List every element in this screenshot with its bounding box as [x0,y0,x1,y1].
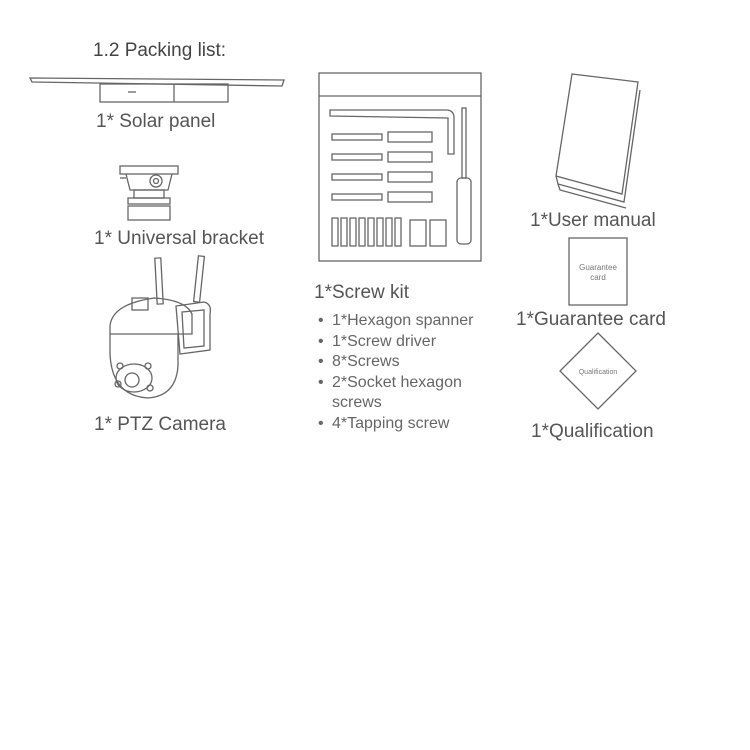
list-item: 1*Hexagon spanner [318,311,473,332]
list-item: 1*Screw driver [318,332,473,353]
list-item: screws [332,394,382,411]
page-title: 1.2 Packing list: [93,40,227,61]
solar-panel-illustration [28,77,285,103]
user-manual-illustration [555,73,641,209]
solar-panel-label: 1* Solar panel [96,111,216,132]
user-manual-label: 1*User manual [530,210,656,231]
ptz-camera-illustration [109,255,212,399]
screw-kit-illustration [318,72,482,262]
screw-kit-contents-list: 1*Hexagon spanner 1*Screw driver 8*Screw… [318,311,473,434]
list-item: 8*Screws [318,352,473,373]
screw-kit-label: 1*Screw kit [314,282,410,303]
guarantee-card-text-line-1: Guarantee [579,263,617,272]
guarantee-card-label: 1*Guarantee card [516,309,666,330]
ptz-camera-label: 1* PTZ Camera [94,414,226,435]
list-item: 2*Socket hexagon [318,373,473,394]
list-item: 4*Tapping screw [318,414,473,435]
qualification-text: Qualification [579,369,618,376]
universal-bracket-illustration [119,165,179,221]
universal-bracket-label: 1* Universal bracket [94,228,265,249]
guarantee-card-illustration: Guarantee card [568,237,628,306]
guarantee-card-text-line-2: card [590,273,606,282]
qualification-illustration: Qualification [559,332,637,410]
qualification-label: 1*Qualification [531,421,654,442]
